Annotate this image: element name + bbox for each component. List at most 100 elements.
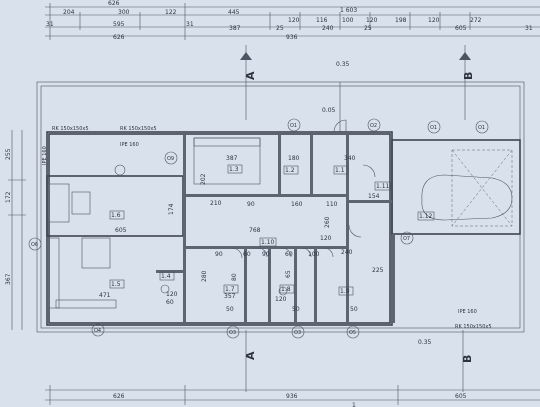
dim-row2-8: 605 — [455, 25, 467, 32]
inner-dim: 100 — [308, 251, 320, 258]
room-dim: 768 — [249, 227, 261, 234]
inner-dimensions: 210 202 174 605 280 90 160 110 260 120 6… — [115, 173, 358, 313]
dim-left-2: 172 — [5, 191, 12, 203]
room-id: 1.5 — [111, 281, 121, 288]
inner-dim: 240 — [341, 249, 353, 256]
inner-dim: 174 — [168, 203, 175, 215]
level-entry: 0.05 — [322, 107, 336, 114]
section-label-bottom-b: B — [461, 355, 474, 363]
beam-label: RK 150x150x5 — [120, 126, 157, 132]
section-markers: A B A B 0.35 0.35 0.05 — [240, 45, 475, 392]
grid-tag: O5 — [349, 330, 356, 336]
grid-tag: O9 — [167, 156, 174, 162]
room-dim: 120 — [275, 296, 287, 303]
room-dim: 387 — [226, 155, 238, 162]
inner-dim: 202 — [200, 173, 207, 185]
inner-dim: 90 — [215, 251, 223, 258]
room-id: 1.1 — [335, 167, 345, 174]
room-dim: 357 — [224, 293, 236, 300]
grid-tags: O1 O1 O1 O2 O3 O3 O4 O5 O6 O7 O9 — [28, 118, 489, 339]
sofa-icon — [48, 183, 70, 223]
car-icon — [421, 174, 513, 221]
garage — [421, 149, 513, 227]
dim-top-11: 272 — [470, 17, 482, 24]
dim-top-total: 1 603 — [340, 7, 357, 14]
dim-row2-2: 595 — [113, 21, 125, 28]
kitchen-counter-icon — [48, 237, 60, 309]
column-icon — [114, 164, 126, 176]
dim-row2-1: 31 — [46, 21, 54, 28]
inner-dim: 90 — [262, 251, 270, 258]
level-top: 0.35 — [336, 61, 350, 68]
inner-dim: 260 — [324, 216, 331, 228]
toilet-icon — [160, 284, 170, 294]
room-id: 1.3 — [229, 166, 239, 173]
beam-label: IPE 160 — [458, 309, 477, 315]
grid-tag: O6 — [31, 242, 38, 248]
inner-dim: 605 — [115, 227, 127, 234]
room-dim: 120 — [166, 291, 178, 298]
toilet-icon — [278, 286, 288, 296]
dim-top-3: 122 — [165, 9, 177, 16]
room-id: 1.4 — [161, 273, 171, 280]
dim-row2-9: 31 — [525, 25, 533, 32]
inner-dim: 50 — [350, 306, 358, 313]
beam-label: IPE 160 — [42, 146, 48, 165]
grid-tag: O7 — [403, 236, 410, 242]
room-dim: 340 — [344, 155, 356, 162]
dim-top-left: 626 — [108, 0, 120, 7]
room-id: 1.7 — [225, 286, 235, 293]
grid-tag: O2 — [370, 123, 377, 129]
dim-row3-2: 936 — [286, 34, 298, 41]
dim-top-5: 120 — [288, 17, 300, 24]
counter-icon — [55, 299, 117, 309]
dim-row2-7: 25 — [364, 25, 372, 32]
inner-dim: 110 — [326, 201, 338, 208]
left-dimension-chains: 255 172 367 — [5, 130, 26, 330]
dining-table-icon — [81, 237, 111, 269]
dim-row2-4: 387 — [229, 25, 241, 32]
beam-label: IPE 160 — [120, 142, 139, 148]
dim-top-4: 445 — [228, 9, 240, 16]
beam-label: RK 150x150x5 — [455, 324, 492, 330]
room-dim: 154 — [368, 193, 380, 200]
dim-bottom-2: 936 — [286, 393, 298, 400]
room-id: 1.12 — [419, 213, 433, 220]
dim-top-10: 120 — [428, 17, 440, 24]
grid-tag: O3 — [229, 330, 236, 336]
dim-bottom-3: 605 — [455, 393, 467, 400]
inner-dim: 50 — [292, 306, 300, 313]
room-id: 1.8 — [281, 286, 291, 293]
dim-top-1: 204 — [63, 9, 75, 16]
room-dim: 180 — [288, 155, 300, 162]
coffee-table-icon — [71, 191, 91, 215]
room-dim: 471 — [99, 292, 111, 299]
room-tags: 1.3 387 1.2 180 1.1 340 1.11 154 1.12 1.… — [99, 155, 435, 303]
inner-dim: 60 — [166, 299, 174, 306]
dim-row2-3: 31 — [186, 21, 194, 28]
room-id: 1.6 — [111, 212, 121, 219]
section-label-top-b: B — [462, 72, 475, 80]
dim-bottom-1: 626 — [113, 393, 125, 400]
interior-walls — [156, 134, 395, 323]
top-dimension-chains: 626 1 603 204 300 122 445 120 116 100 12… — [45, 0, 540, 41]
inner-dim: 80 — [231, 273, 238, 281]
furniture — [48, 137, 288, 309]
dim-row2-6: 240 — [322, 25, 334, 32]
dim-top-8: 120 — [366, 17, 378, 24]
grid-tag: O1 — [478, 125, 485, 131]
dim-top-6: 116 — [316, 17, 328, 24]
inner-dim: 65 — [285, 270, 292, 278]
grid-tag: O4 — [94, 328, 101, 334]
dim-top-7: 100 — [342, 17, 354, 24]
inner-dim: 120 — [320, 235, 332, 242]
inner-dim: 50 — [226, 306, 234, 313]
inner-dim: 160 — [291, 201, 303, 208]
inner-dim: 60 — [243, 251, 251, 258]
inner-dim: 60 — [285, 251, 293, 258]
room-id: 1.11 — [376, 183, 390, 190]
grid-tag: O1 — [430, 125, 437, 131]
dim-top-9: 198 — [395, 17, 407, 24]
level-bottom: 0.35 — [418, 339, 432, 346]
